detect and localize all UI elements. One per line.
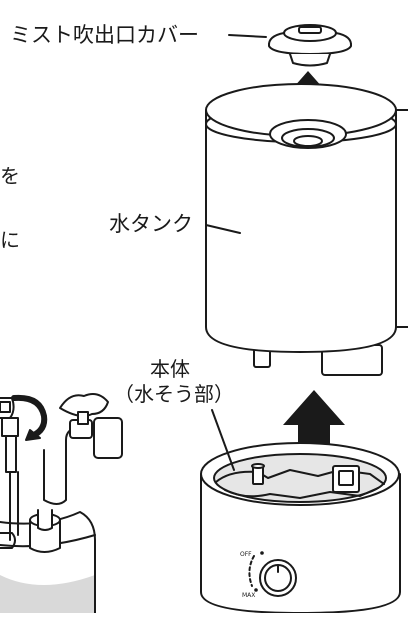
- main-body-sub-label: （水そう部）: [114, 382, 234, 406]
- water-tank-label: 水タンク: [109, 212, 193, 236]
- mist-cover-leader-line: [228, 34, 267, 38]
- water-tank-leader-line: [205, 224, 241, 234]
- water-tank: [205, 83, 408, 376]
- main-body-label: 本体: [150, 357, 190, 381]
- dial-off-label: OFF: [240, 551, 252, 558]
- main-body-leader-line: [211, 409, 235, 471]
- mist-outlet-cover-label: ミスト吹出口カバー: [10, 23, 199, 47]
- tank-refill-illustration: [0, 393, 123, 614]
- control-dial: [248, 551, 297, 597]
- dial-max-label: MAX: [242, 592, 255, 599]
- cut-off-text-2: に: [0, 228, 20, 252]
- cut-off-text-1: を: [0, 164, 20, 188]
- up-arrow-middle: [283, 390, 345, 455]
- mist-outlet-cover: [267, 24, 353, 67]
- main-body-water-basin: [200, 442, 401, 614]
